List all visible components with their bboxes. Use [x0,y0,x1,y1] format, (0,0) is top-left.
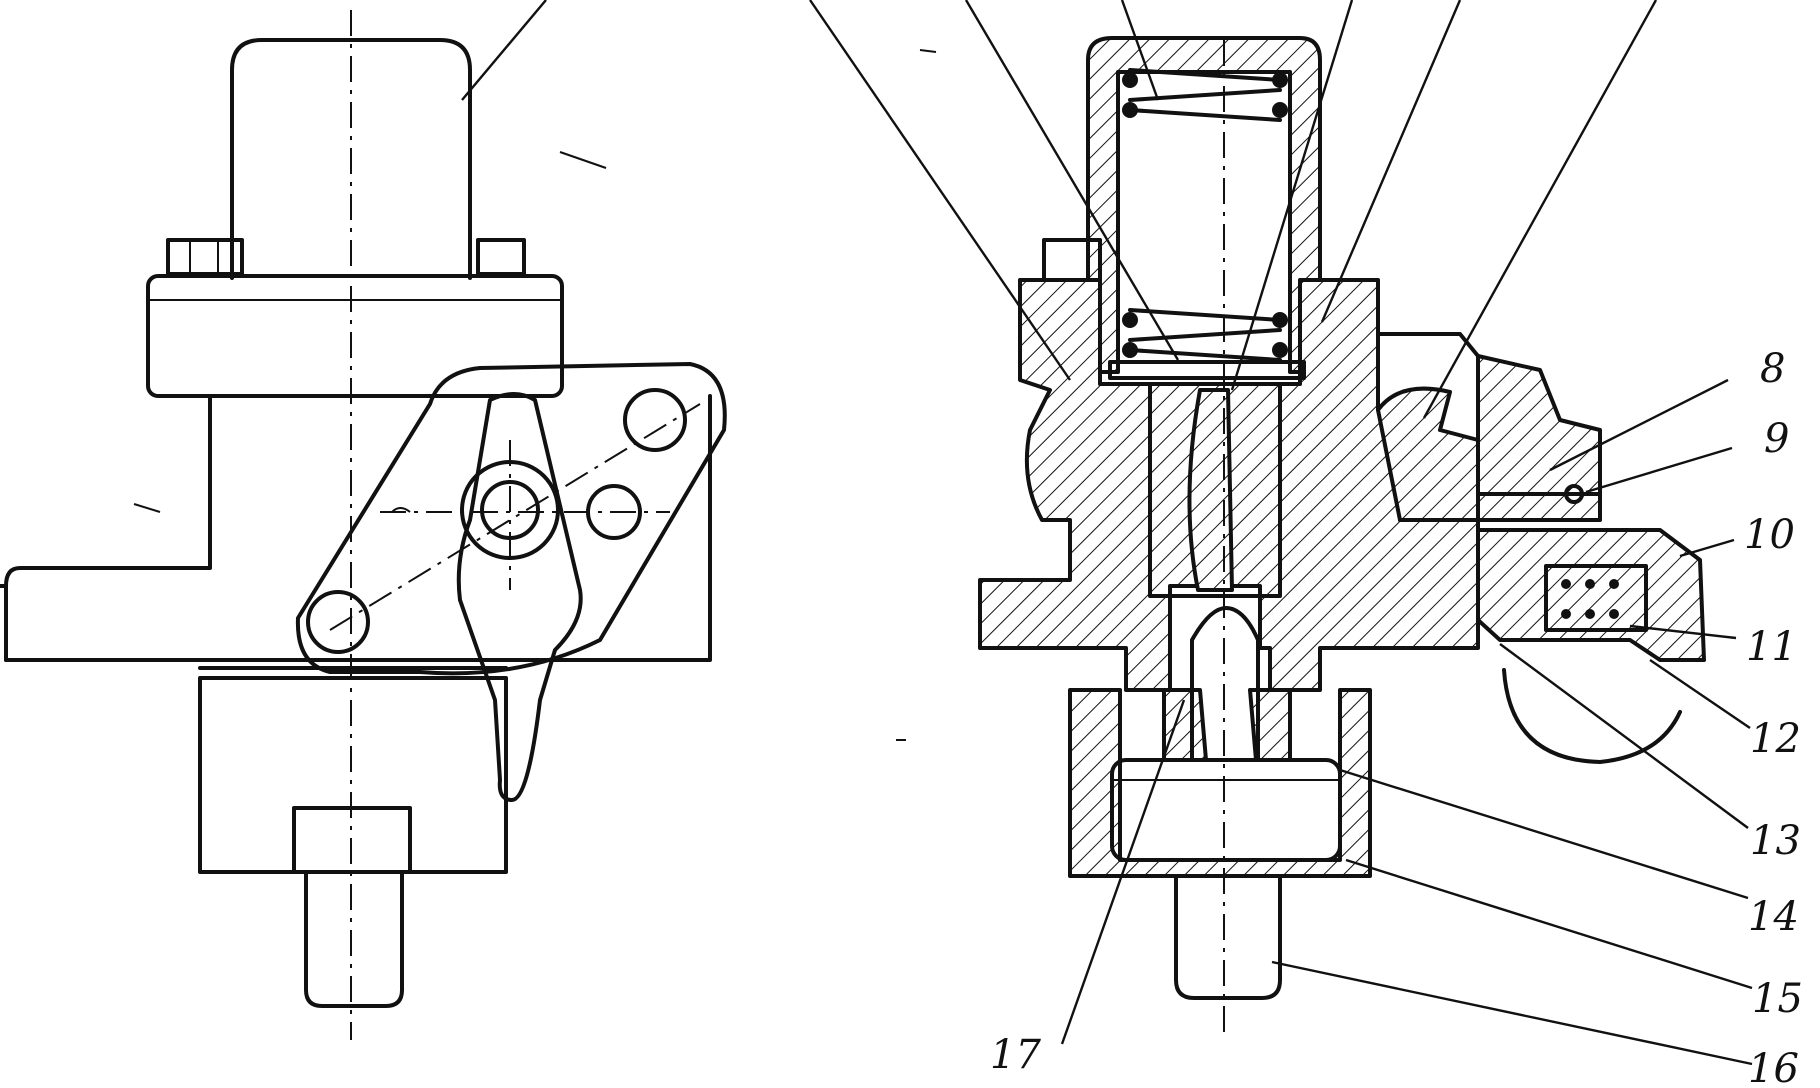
leader-3 [1120,0,1160,101]
small-mark [391,507,411,513]
callout-14: 14 [1748,894,1799,940]
leader-11 [1629,624,1737,640]
pin-9 [1564,484,1584,504]
top-flange [146,274,564,398]
leader-5 [1320,0,1462,323]
callout-15: 15 [1752,976,1803,1022]
leader-6 [1422,0,1658,419]
callout-13: 13 [1750,818,1801,864]
leader-2 [964,0,1180,361]
outlet-spring [1561,579,1619,619]
callout-10: 10 [1744,512,1795,558]
center-bore [1148,382,1282,598]
section-view: 8 9 10 11 12 13 14 15 16 17 [809,0,1803,1088]
leader-12 [1649,659,1751,729]
callout-9: 9 [1764,416,1789,462]
leader-8 [1549,378,1729,472]
spring-seat [1108,360,1306,380]
lever-arm [295,362,727,676]
outlet-fitting [1476,528,1706,662]
section-bolt [1042,238,1102,282]
spring [1122,68,1288,362]
pump-body [4,394,712,662]
callout-8: 8 [1760,346,1785,392]
leader-4 [1230,0,1354,391]
callout-16: 16 [1748,1046,1799,1088]
leader-17 [1060,699,1186,1045]
drive-shaft [304,870,404,1008]
lever-handle [456,392,583,802]
mounting-foot [0,584,202,662]
leader-1 [809,0,1071,381]
lever-axis [329,403,701,631]
upper-pin [623,388,687,452]
stray-mark-2 [133,503,161,513]
leader-14 [1339,768,1749,900]
exterior-view [0,0,727,1040]
stray-mark-1 [559,151,607,169]
outlet-bulb [1502,668,1682,764]
leader-13 [1499,643,1749,829]
cap-leader [461,0,547,101]
thread-sleeve [1068,688,1372,878]
leader-15 [1345,858,1753,990]
lower-housing [198,676,508,874]
valve-stem [1187,388,1234,592]
end-fitting [1476,354,1602,522]
callout-12: 12 [1750,716,1801,762]
lower-pin [306,590,370,654]
callout-17: 17 [990,1032,1041,1078]
stray-mark-3 [919,49,937,53]
leader-9 [1585,446,1733,494]
callout-11: 11 [1746,624,1797,670]
right-bolt-head [476,238,526,276]
outlet-spring-chamber [1544,564,1648,632]
leader-16 [1271,960,1753,1066]
top-cap [230,38,472,280]
plunger [1190,606,1260,762]
section-shaft [1174,874,1282,1000]
leader-10 [1679,538,1735,558]
